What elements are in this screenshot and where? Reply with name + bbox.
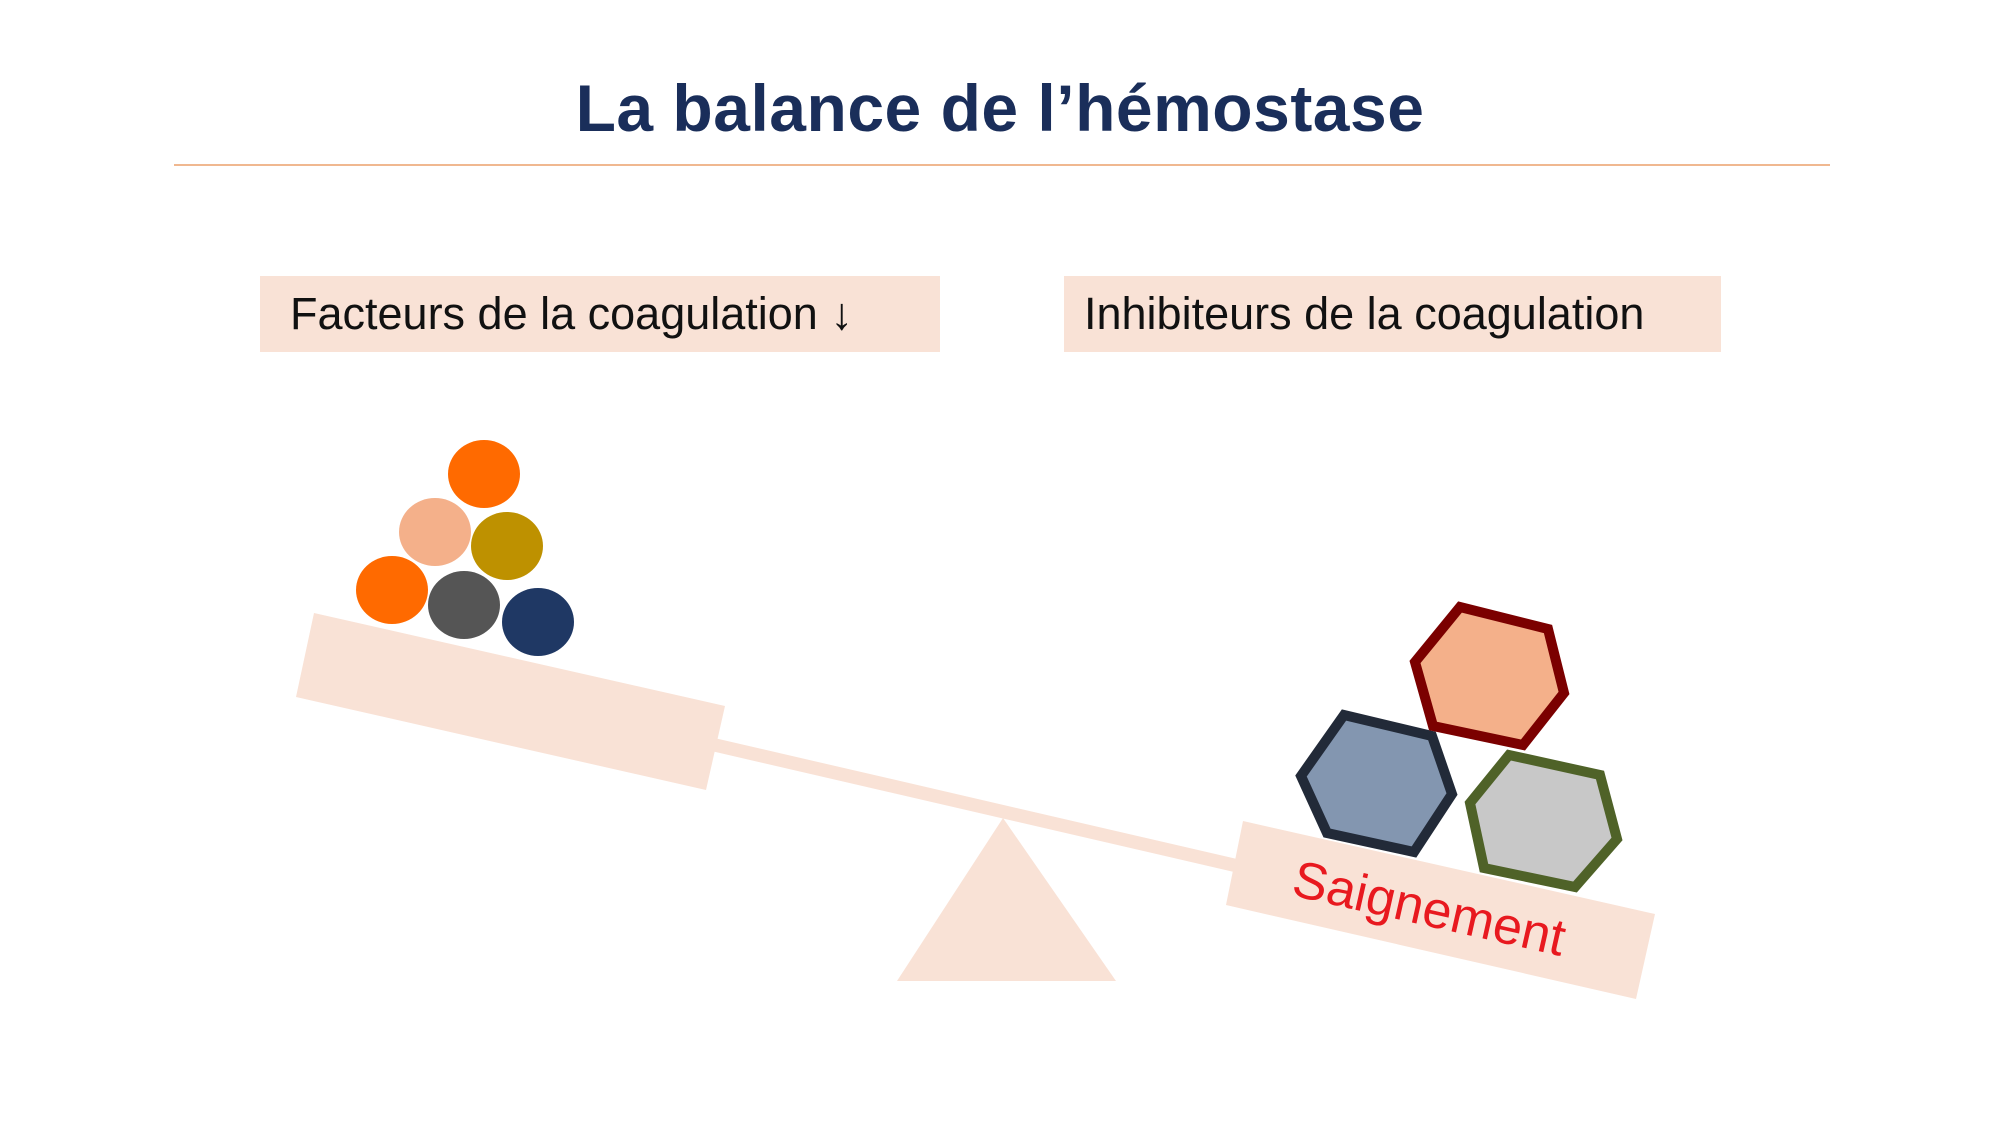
factor-ball (471, 512, 543, 580)
inhibitor-hexagons (1295, 601, 1623, 893)
label-coagulation-inhibitors: Inhibiteurs de la coagulation (1064, 276, 1721, 352)
balance-beam (707, 737, 1250, 875)
inhibitor-hexagon (1409, 601, 1570, 751)
factor-ball (502, 588, 574, 656)
inhibitor-hexagon (1464, 749, 1623, 893)
balance-fulcrum (897, 818, 1116, 981)
right-tray (1226, 821, 1655, 999)
page-title: La balance de l’hémostase (575, 71, 1425, 145)
factor-ball (428, 571, 500, 639)
factor-ball (448, 440, 520, 508)
left-tray (296, 613, 725, 790)
title-divider (174, 164, 1830, 166)
inhibitor-hexagon (1295, 709, 1458, 858)
label-coagulation-factors: Facteurs de la coagulation ↓ (260, 276, 940, 352)
factor-ball (356, 556, 428, 624)
factor-ball (399, 498, 471, 566)
coagulation-factor-balls (356, 440, 574, 656)
